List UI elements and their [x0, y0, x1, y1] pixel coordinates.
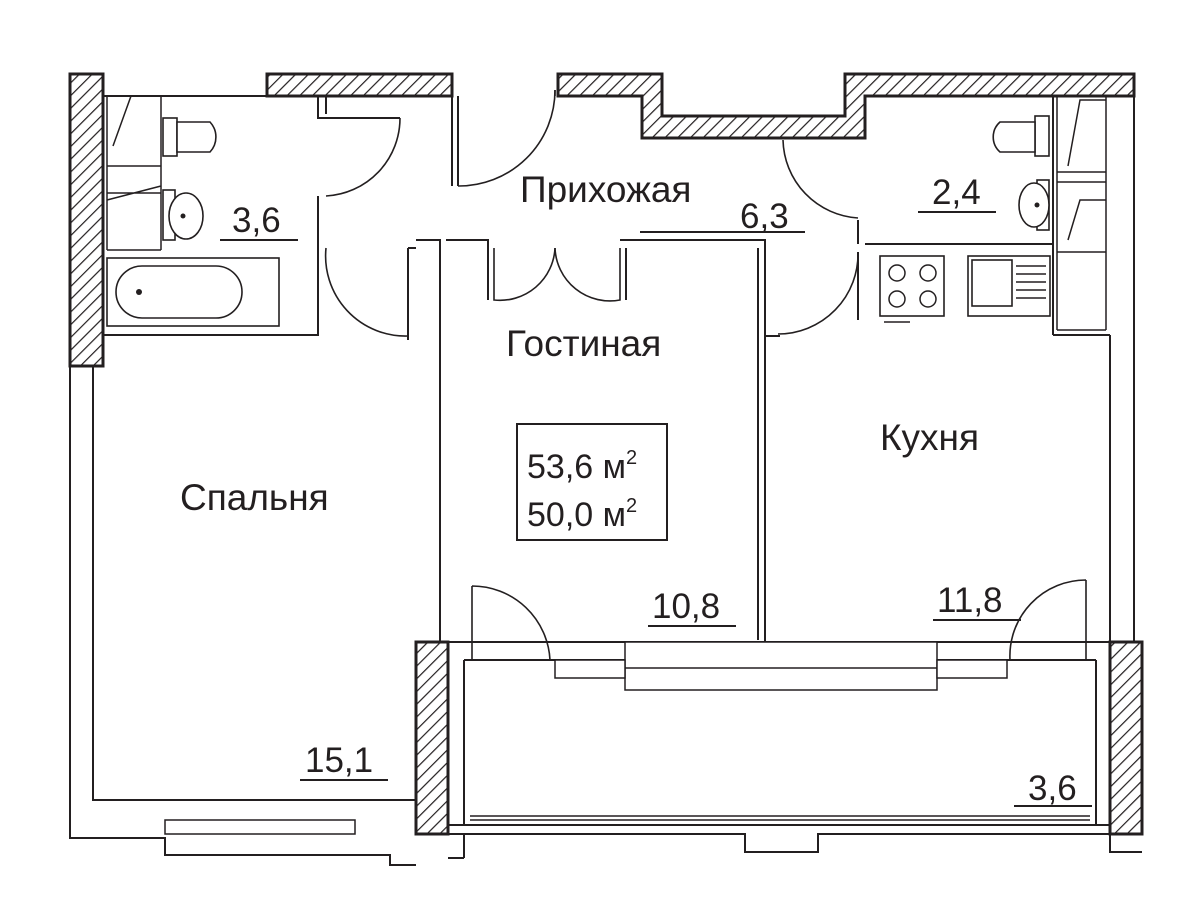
- living-area: 50,0 м2: [527, 495, 637, 534]
- area-hallway: 6,3: [740, 197, 789, 236]
- room-label-bedroom: Спальня: [180, 477, 329, 518]
- door-kitchen: [777, 251, 859, 335]
- door-entrance: [457, 89, 556, 187]
- fixtures: [106, 95, 1107, 331]
- room-label-hallway: Прихожая: [520, 169, 691, 210]
- sink-left-icon: [162, 189, 204, 241]
- room-labels: Прихожая Гостиная Кухня Спальня: [180, 169, 979, 518]
- door-living-left: [493, 247, 556, 302]
- kitchen-sink-icon: [967, 255, 1051, 317]
- area-bedroom: 15,1: [305, 741, 373, 780]
- door-balcony-kitchen: [1009, 579, 1087, 661]
- area-living: 10,8: [652, 587, 720, 626]
- area-bathroom-right: 2,4: [932, 173, 981, 212]
- shelves-right: [1056, 96, 1107, 331]
- door-living-right: [554, 247, 621, 302]
- area-kitchen: 11,8: [937, 581, 1003, 620]
- total-area-box: 53,6 м2 50,0 м2: [516, 423, 668, 541]
- stove-icon: [879, 255, 945, 323]
- door-bath-right: [782, 139, 859, 219]
- door-balcony-living: [471, 585, 551, 661]
- wall-left-hatched: [68, 72, 105, 368]
- area-balcony: 3,6: [1028, 769, 1077, 808]
- door-bath-left: [325, 117, 401, 197]
- sink-right-icon: [1018, 179, 1050, 231]
- wall-bottom-pier-right: [1108, 640, 1144, 836]
- exterior-walls: [68, 72, 1144, 836]
- toilet-right-icon: [992, 115, 1050, 157]
- room-label-living: Гостиная: [506, 323, 661, 364]
- area-bathroom-left: 3,6: [232, 201, 281, 240]
- door-bedroom: [324, 247, 409, 337]
- room-label-kitchen: Кухня: [880, 417, 979, 458]
- wall-bottom-pier-left: [414, 640, 450, 836]
- total-area: 53,6 м2: [527, 447, 637, 486]
- toilet-left-icon: [162, 117, 217, 157]
- doors: [324, 89, 1087, 661]
- wall-top-left-hatched: [265, 72, 454, 98]
- area-values: 3,6 2,4 6,3 10,8 11,8 15,1 3,6: [220, 173, 1092, 808]
- interior-walls: [69, 95, 1142, 866]
- shelves-left: [106, 95, 162, 251]
- bathtub-icon: [106, 257, 280, 327]
